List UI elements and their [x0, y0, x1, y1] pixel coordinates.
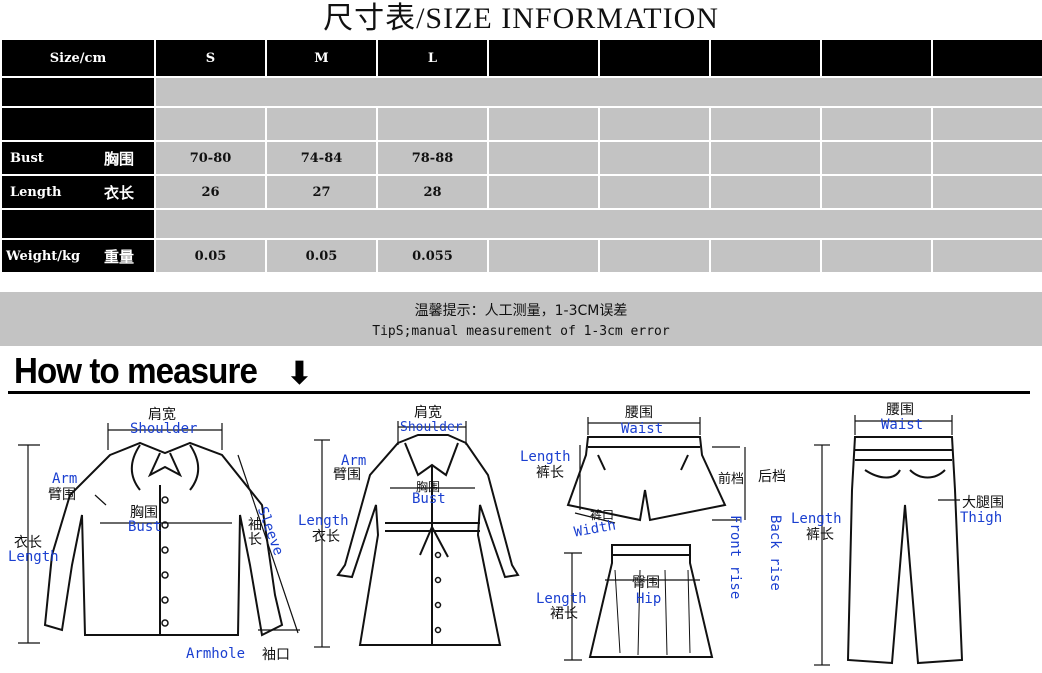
label-hip-en: Hip	[636, 591, 662, 607]
tips-banner: 温馨提示：人工测量，1-3CM误差 TipS;manual measuremen…	[0, 292, 1042, 346]
table-cell: 0.055	[376, 238, 489, 274]
size-header: M	[265, 38, 378, 78]
table-cell: 78-88	[376, 140, 489, 176]
label-bust-en: Bust	[128, 519, 162, 535]
table-header-row: Size/cm S M L	[0, 38, 1042, 78]
label-arm-cn: 臂围	[48, 487, 76, 503]
label-back-rise-cn: 后档	[758, 469, 786, 485]
label-shorts-length-en: Length	[520, 449, 571, 465]
label-pants-length-en: Length	[791, 511, 842, 527]
how-to-measure-heading: How to measure	[14, 350, 258, 391]
label-skirt-length-cn: 裙长	[550, 606, 578, 622]
table-cell: 26	[154, 174, 267, 210]
label-shoulder-en: Shoulder	[130, 421, 198, 437]
label-coat-arm-cn: 臂围	[333, 467, 361, 483]
label-thigh-en: Thigh	[960, 510, 1003, 526]
pants-illustration	[846, 436, 964, 665]
size-header	[598, 38, 711, 78]
label-coat-length-en: Length	[298, 513, 349, 529]
size-header	[820, 38, 933, 78]
shorts-illustration	[566, 436, 727, 522]
table-row-weight: Weight/kg 重量 0.05 0.05 0.055	[0, 238, 1042, 274]
label-shorts-waist-cn: 腰围	[625, 405, 653, 421]
label-pants-length-cn: 裤长	[806, 527, 834, 543]
table-row-bust: Bust 胸围 70-80 74-84 78-88	[0, 140, 1042, 176]
table-row	[0, 76, 1042, 108]
table-cell: 27	[265, 174, 378, 210]
label-shoulder-cn: 肩宽	[148, 407, 176, 423]
pants-measure-lines	[814, 415, 960, 666]
shorts-measure-lines	[574, 417, 746, 524]
label-cuff-cn: 袖口	[262, 647, 290, 663]
label-front-rise-en: Front rise	[727, 515, 743, 600]
label-skirt-length-en: Length	[536, 591, 587, 607]
label-coat-arm-en: Arm	[341, 453, 367, 469]
skirt-measure-lines	[564, 552, 700, 661]
table-cell: 74-84	[265, 140, 378, 176]
page-title: 尺寸表/SIZE INFORMATION	[323, 2, 719, 35]
label-leg-opening-cn: 裤口	[590, 508, 615, 522]
label-front-rise-cn: 前档	[718, 472, 745, 487]
label-coat-bust-en: Bust	[412, 491, 446, 507]
label-pants-waist-cn: 腰围	[886, 402, 914, 418]
size-header	[709, 38, 822, 78]
divider	[8, 391, 1030, 394]
table-cell: 28	[376, 174, 489, 210]
label-shorts-waist-en: Waist	[621, 421, 664, 437]
header-label: Size/cm	[0, 38, 156, 78]
label-length-en: Length	[8, 549, 59, 565]
arrow-down-icon: ⬇	[286, 354, 313, 392]
label-hip-cn: 臀围	[632, 575, 660, 591]
label-coat-shoulder-cn: 肩宽	[414, 405, 442, 421]
label-arm-en: Arm	[52, 471, 78, 487]
tips-en: TipS;manual measurement of 1-3cm error	[372, 324, 670, 339]
label-coat-length-cn: 衣长	[312, 529, 340, 545]
skirt-illustration	[588, 544, 714, 658]
size-header: S	[154, 38, 267, 78]
size-table: Size/cm S M L Bust 胸围 70-80 74-84 78-88 L…	[0, 38, 1042, 274]
row-label-cn: 胸围	[103, 149, 134, 168]
label-back-rise-en: Back rise	[767, 515, 783, 591]
label-length-cn: 衣长	[14, 535, 42, 551]
shirt-measure-lines	[18, 423, 300, 644]
row-label-en: Length	[10, 184, 62, 200]
table-cell: 0.05	[154, 238, 267, 274]
row-label-cn: 衣长	[103, 183, 134, 202]
coat-measure-lines	[314, 421, 475, 648]
label-sleeve-cn: 袖长	[248, 517, 262, 548]
row-label-en: Bust	[10, 150, 44, 166]
tips-cn: 温馨提示：人工测量，1-3CM误差	[414, 303, 628, 319]
label-coat-shoulder-en: Shoulder	[400, 420, 463, 435]
table-cell: 70-80	[154, 140, 267, 176]
label-bust-cn: 胸围	[130, 505, 158, 521]
row-label-en: Weight/kg	[6, 248, 81, 264]
table-cell: 0.05	[265, 238, 378, 274]
table-row	[0, 106, 1042, 142]
table-row	[0, 208, 1042, 240]
measurement-diagrams	[18, 415, 964, 666]
label-shorts-length-cn: 裤长	[536, 465, 564, 481]
size-header	[487, 38, 600, 78]
label-armhole-en: Armhole	[186, 646, 246, 662]
label-coat-bust-cn: 胸围	[416, 480, 441, 494]
table-row-length: Length 衣长 26 27 28	[0, 174, 1042, 210]
label-pants-waist-en: Waist	[881, 417, 924, 433]
size-header	[931, 38, 1042, 78]
shirt-illustration	[43, 441, 284, 637]
size-header: L	[376, 38, 489, 78]
label-thigh-cn: 大腿围	[962, 495, 1004, 511]
row-label-cn: 重量	[103, 247, 134, 266]
